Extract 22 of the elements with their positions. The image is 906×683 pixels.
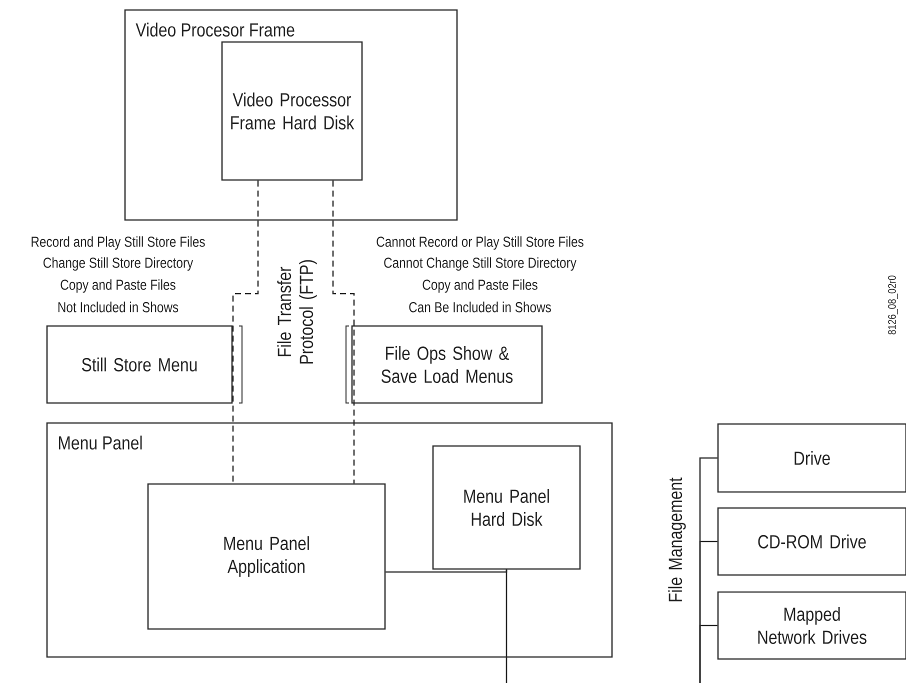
drive-box: Drive [717, 423, 906, 493]
note-text: Not Included in Shows [58, 302, 178, 312]
menu-box: File Ops Show & Save Load Menus [346, 325, 543, 404]
application-box: Menu Panel Application [147, 483, 386, 630]
note-text: Cannot Change Still Store Directory [384, 257, 576, 271]
note-text: Can Be Included in Shows [409, 302, 551, 312]
group-label: File Management [668, 478, 686, 602]
note-text: Change Still Store Directory [43, 257, 194, 271]
connector-line [506, 570, 508, 683]
drive-box: CD-ROM Drive [717, 507, 906, 576]
note-text: Copy and Paste Files [60, 279, 176, 293]
menu-box: Still Store Menu [46, 325, 242, 404]
note-text: Copy and Paste Files [422, 279, 538, 293]
protocol-label: File Transfer Protocol (FTP) [277, 260, 317, 364]
note-text: Record and Play Still Store Files [32, 236, 205, 250]
connector-line [386, 570, 508, 573]
connector-line [332, 180, 355, 484]
connector-line [232, 180, 259, 484]
figure-id: 8126_08_02r0 [888, 276, 898, 334]
connector-line [699, 624, 718, 683]
drive-box: Mapped Network Drives [717, 591, 906, 660]
note-text: Cannot Record or Play Still Store Files [376, 236, 584, 250]
